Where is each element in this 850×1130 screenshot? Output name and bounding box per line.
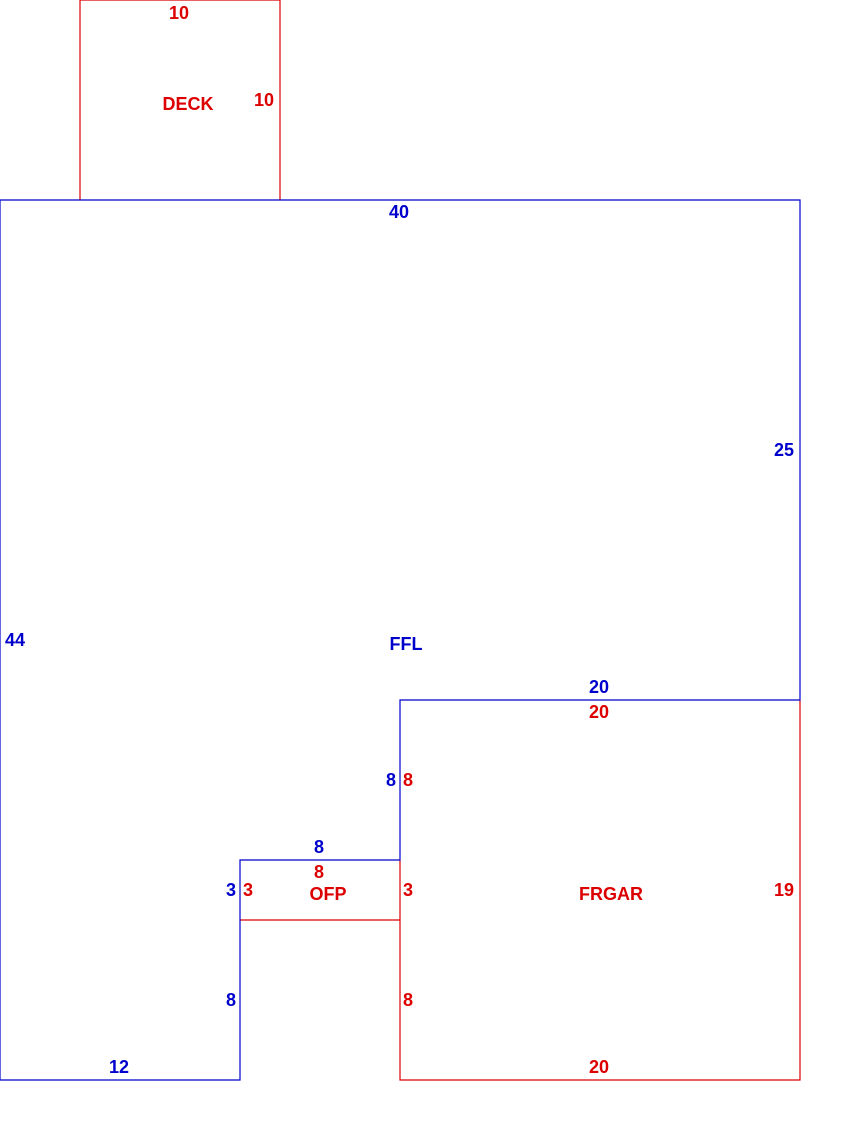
deck-depth-dim: 10	[254, 90, 274, 110]
ffl-outline	[0, 199, 801, 1081]
ffl-right-dim: 25	[774, 440, 794, 460]
deck-outline	[79, 0, 281, 200]
ofp-label: OFP	[309, 884, 346, 904]
ffl-lower-inner-dim: 8	[226, 990, 236, 1010]
ofp-right-dim: 3	[403, 880, 413, 900]
frgar-top-dim: 20	[589, 702, 609, 722]
ffl-bottom-dim: 12	[109, 1057, 129, 1077]
ffl-top-dim: 40	[389, 202, 409, 222]
ffl-label: FFL	[390, 634, 423, 654]
ffl-notch-step-dim: 20	[589, 677, 609, 697]
frgar-bottom-dim: 20	[589, 1057, 609, 1077]
frgar-left-lower-dim: 8	[403, 990, 413, 1010]
ffl-porch-left-dim: 3	[226, 880, 236, 900]
ffl-left-dim: 44	[5, 630, 25, 650]
ffl-porch-top-dim: 8	[314, 837, 324, 857]
deck-label: DECK	[162, 94, 213, 114]
ofp-top-dim: 8	[314, 862, 324, 882]
deck-width-dim: 10	[169, 3, 189, 23]
frgar-label: FRGAR	[579, 884, 643, 904]
frgar-right-dim: 19	[774, 880, 794, 900]
frgar-left-upper-dim: 8	[403, 770, 413, 790]
garage-outline	[399, 700, 801, 1081]
ffl-notch-side-dim: 8	[386, 770, 396, 790]
ofp-left-dim: 3	[243, 880, 253, 900]
